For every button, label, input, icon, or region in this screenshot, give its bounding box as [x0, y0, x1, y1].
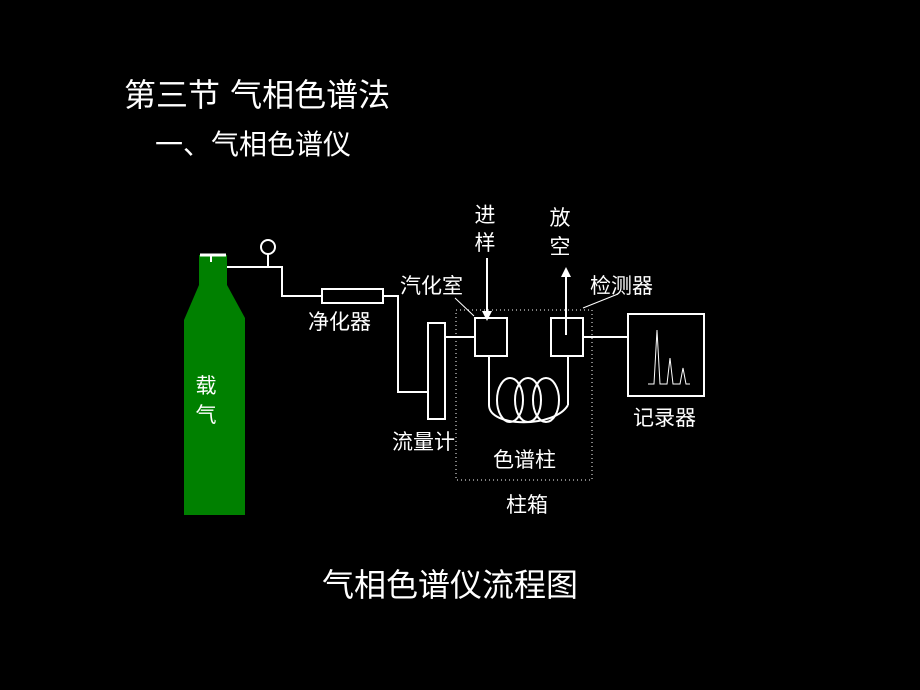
slide-title: 第三节 气相色谱法 [124, 76, 391, 114]
recorder [627, 313, 705, 397]
flowmeter [427, 322, 446, 420]
recorder-label: 记录器 [633, 406, 696, 430]
diagram-caption: 气相色谱仪流程图 [322, 566, 579, 604]
sample-label-1: 进 [474, 203, 496, 227]
carrier-gas-label-2: 气 [195, 403, 217, 427]
column-oven [455, 309, 593, 481]
oven-label: 柱箱 [506, 493, 548, 517]
flowmeter-label: 流量计 [392, 430, 455, 454]
vaporizer-pointer [454, 297, 475, 317]
sample-label-2: 样 [474, 231, 496, 255]
slide-subtitle: 一、气相色谱仪 [155, 128, 352, 161]
vaporizer-label: 汽化室 [400, 274, 463, 298]
gas-line [227, 266, 428, 393]
gas-cylinder [184, 253, 245, 515]
detector-label: 检测器 [590, 274, 653, 298]
chromatogram-peaks [648, 329, 690, 385]
purifier [321, 288, 384, 304]
vaporizer [474, 317, 508, 357]
carrier-gas-label-1: 载 [195, 374, 217, 398]
pressure-gauge [260, 239, 276, 267]
vent-label-2: 空 [549, 235, 571, 259]
detector-pointer [582, 293, 619, 309]
column-coil [488, 356, 569, 424]
purifier-label: 净化器 [308, 310, 371, 334]
vent-label-1: 放 [549, 206, 571, 230]
column-label: 色谱柱 [493, 448, 556, 472]
